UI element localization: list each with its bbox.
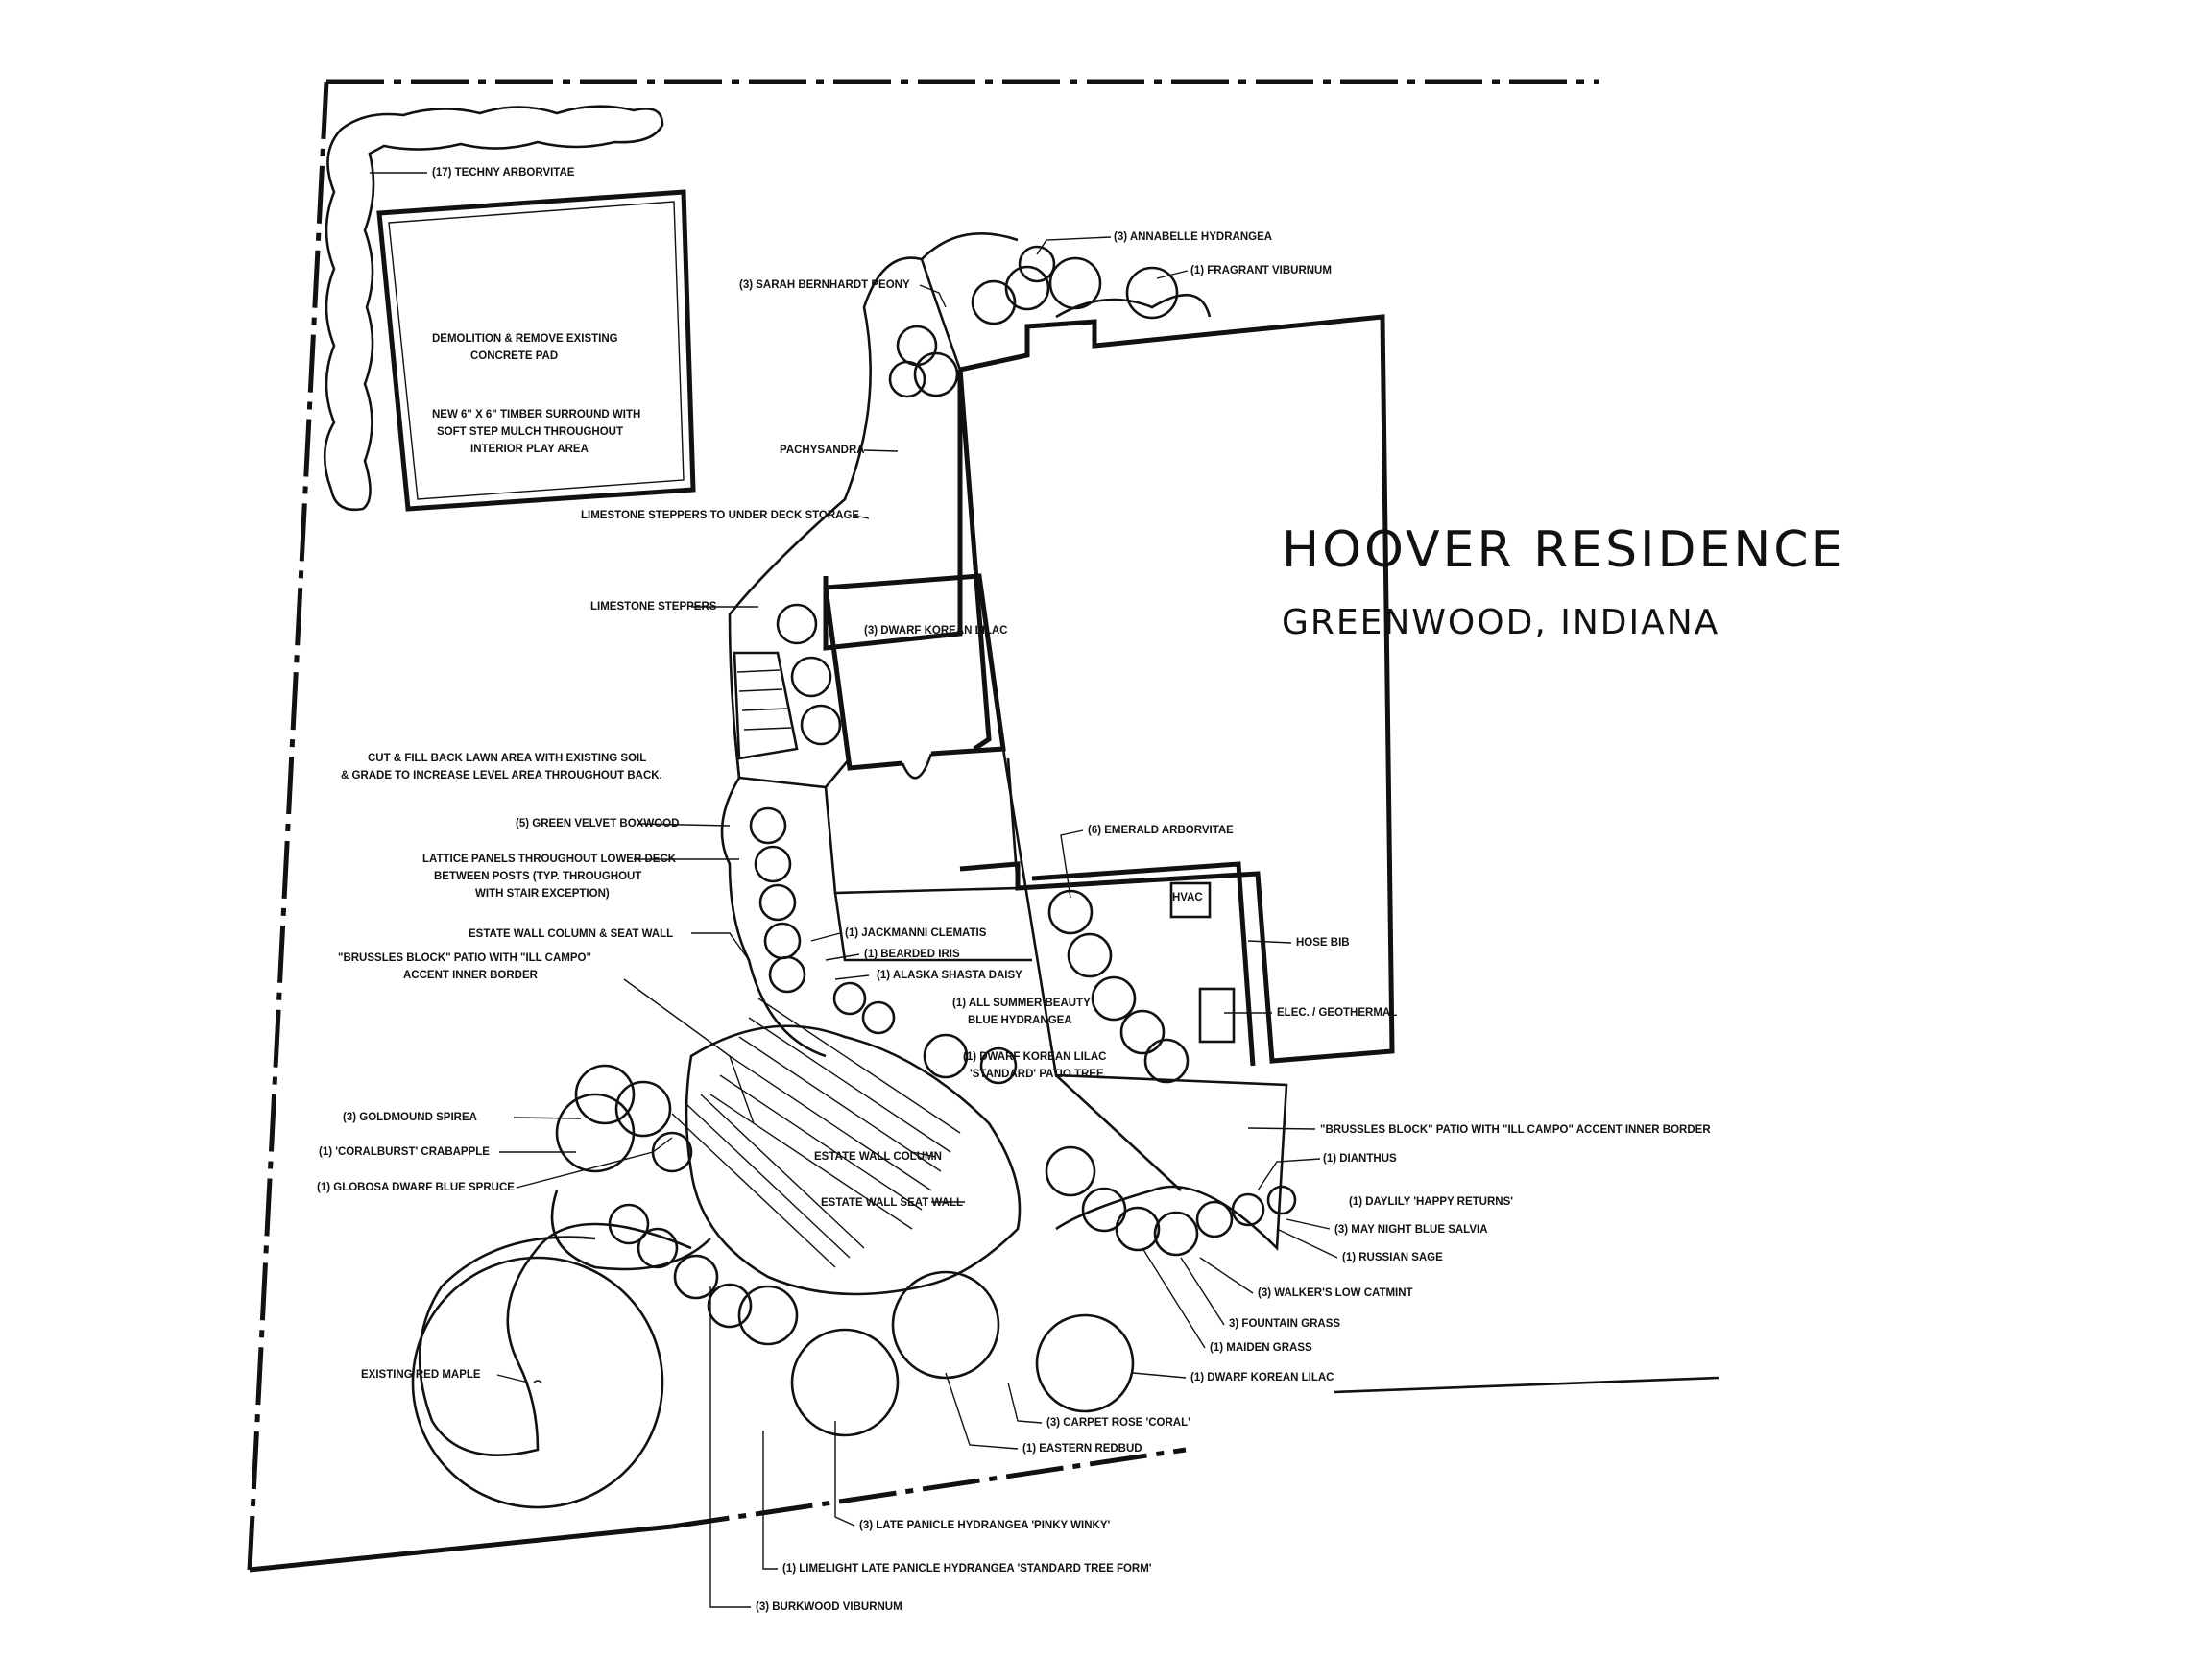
label-timber-3: INTERIOR PLAY AREA	[470, 444, 589, 455]
label-techny: (17) TECHNY ARBORVITAE	[432, 167, 575, 179]
label-allsummer-2: BLUE HYDRANGEA	[968, 1015, 1072, 1026]
label-timber-1: NEW 6" X 6" TIMBER SURROUND WITH	[432, 409, 640, 421]
label-daisy: (1) ALASKA SHASTA DAISY	[877, 970, 1022, 981]
label-peony: (3) SARAH BERNHARDT PEONY	[739, 279, 910, 291]
label-pachysandra: PACHYSANDRA	[780, 445, 865, 456]
label-allsummer-1: (1) ALL SUMMER BEAUTY	[952, 998, 1091, 1009]
label-salvia: (3) MAY NIGHT BLUE SALVIA	[1334, 1224, 1488, 1236]
label-limelight: (1) LIMELIGHT LATE PANICLE HYDRANGEA 'ST…	[782, 1563, 1152, 1575]
label-cut-1: CUT & FILL BACK LAWN AREA WITH EXISTING …	[368, 753, 646, 764]
label-annabelle: (3) ANNABELLE HYDRANGEA	[1114, 231, 1272, 243]
label-lilac-std-2: 'STANDARD' PATIO TREE	[970, 1069, 1104, 1080]
label-brussels-right: "BRUSSLES BLOCK" PATIO WITH "ILL CAMPO" …	[1320, 1124, 1711, 1136]
bed-lines	[418, 232, 1212, 1456]
deck	[733, 651, 1032, 962]
label-maiden: (1) MAIDEN GRASS	[1210, 1342, 1312, 1354]
label-pinky: (3) LATE PANICLE HYDRANGEA 'PINKY WINKY'	[859, 1520, 1111, 1531]
label-carpet: (3) CARPET ROSE 'CORAL'	[1046, 1417, 1190, 1429]
play-area	[376, 189, 696, 512]
label-daylily: (1) DAYLILY 'HAPPY RETURNS'	[1349, 1196, 1513, 1208]
hvac-area	[1031, 861, 1256, 1067]
label-demo-2: CONCRETE PAD	[470, 350, 558, 362]
label-sage: (1) RUSSIAN SAGE	[1342, 1252, 1443, 1263]
label-catmint: (3) WALKER'S LOW CATMINT	[1258, 1287, 1413, 1299]
page-title: HOOVER RESIDENCE	[1282, 521, 1845, 579]
patio	[671, 998, 1022, 1296]
label-spruce: (1) GLOBOSA DWARF BLUE SPRUCE	[317, 1182, 515, 1193]
label-burkwood: (3) BURKWOOD VIBURNUM	[756, 1601, 902, 1613]
label-boxwood: (5) GREEN VELVET BOXWOOD	[516, 818, 679, 830]
label-lattice-1: LATTICE PANELS THROUGHOUT LOWER DECK	[422, 854, 677, 865]
label-crabapple: (1) 'CORALBURST' CRABAPPLE	[319, 1146, 490, 1158]
label-estate-col-seat: ESTATE WALL COLUMN & SEAT WALL	[469, 928, 673, 940]
label-estate-seat: ESTATE WALL SEAT WALL	[821, 1197, 963, 1209]
label-demo-1: DEMOLITION & REMOVE EXISTING	[432, 333, 618, 345]
page-subtitle: GREENWOOD, INDIANA	[1282, 603, 1719, 642]
label-goldmound: (3) GOLDMOUND SPIREA	[343, 1112, 477, 1123]
label-timber-2: SOFT STEP MULCH THROUGHOUT	[437, 426, 623, 438]
label-emerald: (6) EMERALD ARBORVITAE	[1088, 825, 1234, 836]
label-brussels-1: "BRUSSLES BLOCK" PATIO WITH "ILL CAMPO"	[338, 952, 591, 964]
storage-room	[823, 573, 1006, 780]
label-elec: ELEC. / GEOTHERMAL	[1277, 1007, 1397, 1019]
label-steppers: LIMESTONE STEPPERS	[590, 601, 717, 613]
label-fountain: 3) FOUNTAIN GRASS	[1229, 1318, 1340, 1330]
label-maple: EXISTING RED MAPLE	[361, 1369, 481, 1381]
label-steppers-deck: LIMESTONE STEPPERS TO UNDER DECK STORAGE	[581, 510, 859, 521]
label-lattice-3: WITH STAIR EXCEPTION)	[475, 888, 610, 900]
techny-arborvitae-row	[323, 105, 664, 512]
label-lilac-bot: (1) DWARF KOREAN LILAC	[1190, 1372, 1334, 1383]
label-estate-col: ESTATE WALL COLUMN	[814, 1151, 942, 1163]
label-dianthus: (1) DIANTHUS	[1323, 1153, 1397, 1165]
label-hvac: HVAC	[1172, 892, 1203, 903]
plant-symbols	[555, 245, 1297, 1437]
property-line	[247, 79, 1719, 1573]
label-lilac-std-1: (1) DWARF KOREAN LILAC	[963, 1051, 1107, 1063]
label-lilac-top: (3) DWARF KOREAN LILAC	[864, 625, 1008, 637]
label-lattice-2: BETWEEN POSTS (TYP. THROUGHOUT	[434, 871, 641, 882]
label-redbud: (1) EASTERN REDBUD	[1022, 1443, 1142, 1455]
label-hosebib: HOSE BIB	[1296, 937, 1350, 949]
label-iris: (1) BEARDED IRIS	[864, 949, 960, 960]
label-brussels-2: ACCENT INNER BORDER	[403, 970, 539, 981]
plant-labels: (17) TECHNY ARBORVITAE DEMOLITION & REMO…	[317, 167, 1711, 1613]
label-cut-2: & GRADE TO INCREASE LEVEL AREA THROUGHOU…	[341, 770, 662, 781]
leader-lines	[370, 172, 1338, 1608]
red-maple	[411, 1256, 664, 1509]
label-clematis: (1) JACKMANNI CLEMATIS	[845, 927, 987, 939]
label-viburnum: (1) FRAGRANT VIBURNUM	[1190, 265, 1332, 276]
